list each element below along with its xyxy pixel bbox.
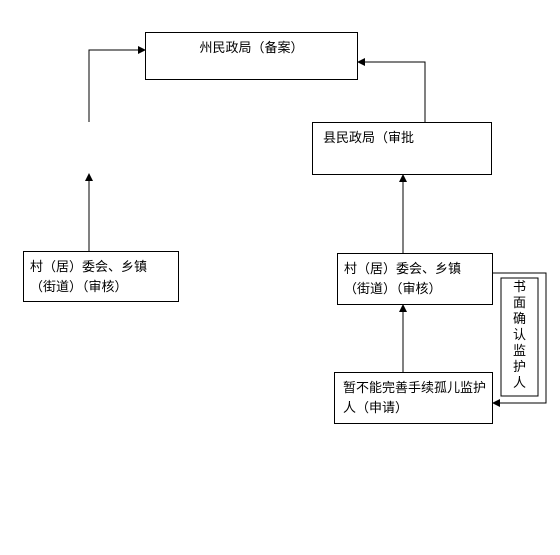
node-county-civil-affairs: 县民政局（审批: [312, 122, 492, 175]
side-label-char: 监: [512, 344, 526, 359]
node-applicant-label: 暂不能完善手续孤儿监护人（申请）: [343, 381, 487, 416]
node-village-right: 村（居）委会、乡镇（街道）（审核）: [337, 253, 493, 305]
arrow-left-to-prefecture: [88, 46, 146, 122]
node-village-right-label: 村（居）委会、乡镇（街道）（审核）: [344, 262, 462, 297]
side-label-char: 认: [512, 328, 526, 343]
arrow-side-loop: [492, 272, 547, 407]
side-label-char: 护: [512, 360, 526, 375]
node-applicant: 暂不能完善手续孤儿监护人（申请）: [334, 372, 493, 424]
arrow-county-to-prefecture: [357, 58, 426, 122]
side-label-char: 面: [512, 296, 526, 311]
node-village-left-label: 村（居）委会、乡镇（街道）（审核）: [30, 260, 148, 295]
node-prefecture-label: 州民政局（备案）: [199, 41, 304, 56]
node-county-label: 县民政局（审批: [323, 131, 415, 146]
node-prefecture-civil-affairs: 州民政局（备案）: [145, 32, 358, 80]
node-village-left: 村（居）委会、乡镇（街道）（审核）: [23, 251, 179, 302]
side-label-text: 书 面 确 认 监 护 人: [501, 280, 538, 392]
side-label-char: 人: [512, 376, 526, 391]
side-label-box: [500, 277, 539, 397]
side-label-char: 确: [512, 312, 526, 327]
side-label-char: 书: [512, 280, 526, 295]
